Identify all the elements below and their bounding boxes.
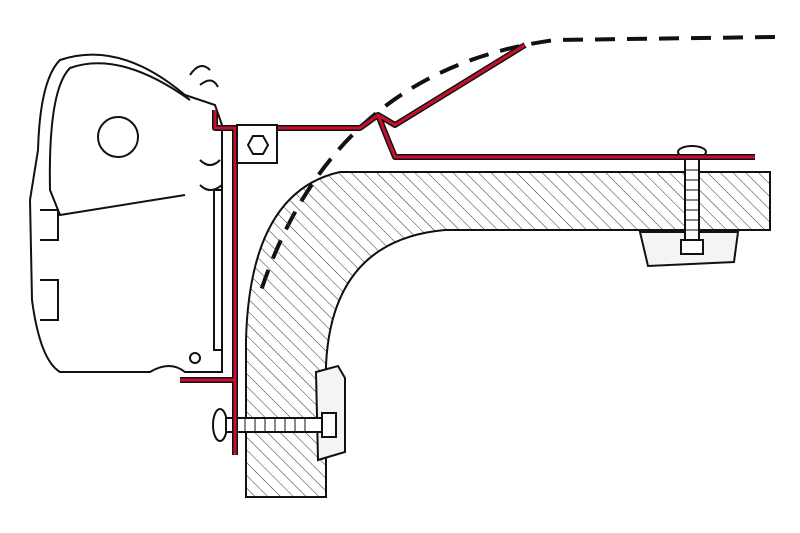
vehicle-wall-section xyxy=(245,171,771,498)
hex-bolt xyxy=(236,124,278,164)
horizontal-bolt xyxy=(212,408,337,442)
awning-cassette xyxy=(28,53,223,373)
vertical-bolt xyxy=(677,145,707,255)
adapter-bracket-fill xyxy=(180,43,755,455)
roller-tube xyxy=(97,116,139,158)
